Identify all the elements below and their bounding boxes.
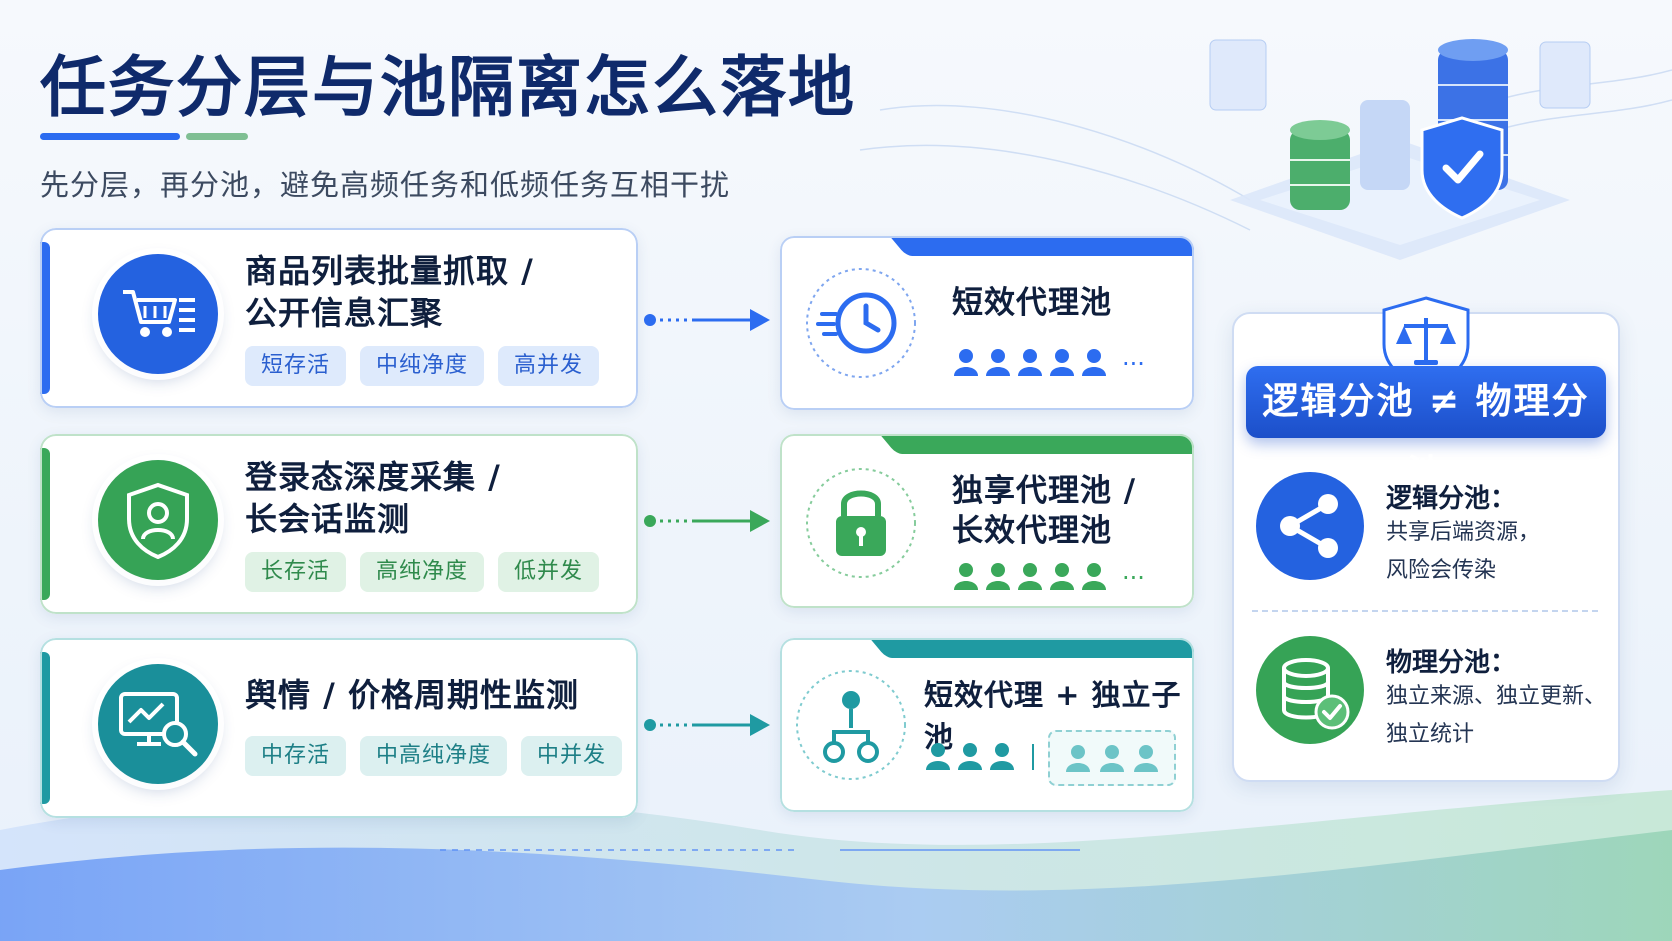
person-icon	[954, 349, 978, 376]
database-check-icon	[1256, 636, 1364, 744]
task-title: 舆情 / 价格周期性监测	[245, 676, 579, 714]
pool-title-line2: 长效代理池	[952, 513, 1112, 549]
tag-purity: 高纯净度	[360, 552, 485, 592]
tag-survival: 长存活	[245, 552, 347, 592]
proxy-people-row: ···	[954, 348, 1145, 376]
card-accent-bar	[40, 448, 50, 600]
person-icon	[986, 349, 1010, 376]
tag-concurrency: 低并发	[498, 552, 600, 592]
pool-card-sub-pool: 短效代理 + 独立子池	[780, 638, 1194, 812]
clock-fast-icon	[806, 268, 916, 378]
physical-pool-title: 物理分池：	[1386, 648, 1517, 678]
page-title: 任务分层与池隔离怎么落地	[40, 49, 856, 126]
branch-network-icon	[796, 670, 906, 780]
tag-survival: 中存活	[245, 736, 347, 776]
task-title-line2: 长会话监测	[245, 500, 411, 538]
proxy-people-row	[926, 742, 1044, 770]
more-ellipsis: ···	[1122, 564, 1145, 592]
pool-divider	[1032, 744, 1034, 770]
person-icon	[1100, 745, 1124, 772]
logical-vs-physical-banner: 逻辑分池 ≠ 物理分池	[1246, 366, 1606, 494]
task-title-line2: 公开信息汇聚	[245, 294, 444, 332]
card-accent-bar	[40, 242, 50, 394]
shopping-cart-icon	[98, 254, 218, 374]
task-card-periodic-monitor: 舆情 / 价格周期性监测 中存活 中高纯净度 中并发	[40, 638, 638, 818]
person-icon	[1066, 745, 1090, 772]
person-icon	[1134, 745, 1158, 772]
task-title-line1: 登录态深度采集 /	[245, 458, 501, 496]
card-tab	[910, 434, 1194, 454]
monitor-chart-icon	[98, 664, 218, 784]
person-icon	[990, 743, 1014, 770]
person-icon	[1050, 349, 1074, 376]
person-icon	[1018, 349, 1042, 376]
pool-card-short-term: 短效代理池 ···	[780, 236, 1194, 410]
sub-pool-box	[1048, 730, 1176, 786]
card-accent-bar	[40, 652, 50, 804]
task-card-login-collect: 登录态深度采集 / 长会话监测 长存活 高纯净度 低并发	[40, 434, 638, 614]
task-title-line1: 商品列表批量抓取 /	[245, 252, 534, 290]
flow-arrow	[644, 714, 770, 736]
person-icon	[1018, 563, 1042, 590]
pool-title: 短效代理池	[952, 285, 1112, 321]
person-icon	[1082, 563, 1106, 590]
task-tags: 长存活 高纯净度 低并发	[245, 552, 600, 592]
padlock-icon	[806, 468, 916, 578]
share-icon	[1256, 472, 1364, 580]
tag-purity: 中高纯净度	[360, 736, 508, 776]
person-icon	[1050, 563, 1074, 590]
person-icon	[1082, 349, 1106, 376]
logical-pool-line2: 风险会传染	[1386, 558, 1497, 583]
shield-user-icon	[98, 460, 218, 580]
title-underline-green	[186, 133, 248, 140]
scale-shield-icon	[1382, 296, 1470, 390]
database-shield-illustration	[1209, 39, 1591, 260]
panel-divider	[1252, 610, 1598, 612]
tag-purity: 中纯净度	[360, 346, 485, 386]
card-tab	[900, 638, 1194, 658]
task-tags: 短存活 中纯净度 高并发	[245, 346, 600, 386]
tag-concurrency: 高并发	[498, 346, 600, 386]
tag-survival: 短存活	[245, 346, 347, 386]
physical-pool-line1: 独立来源、独立更新、	[1386, 684, 1607, 709]
card-tab	[920, 236, 1194, 256]
person-icon	[958, 743, 982, 770]
flow-arrow	[644, 309, 770, 331]
task-tags: 中存活 中高纯净度 中并发	[245, 736, 623, 776]
tag-concurrency: 中并发	[521, 736, 623, 776]
person-icon	[926, 743, 950, 770]
person-icon	[954, 563, 978, 590]
proxy-people-row: ···	[954, 562, 1145, 590]
flow-arrow	[644, 510, 770, 532]
person-icon	[986, 563, 1010, 590]
pool-title: 短效代理 + 独立子池	[924, 678, 1182, 754]
physical-pool-line2: 独立统计	[1386, 722, 1475, 747]
pool-card-dedicated: 独享代理池 / 长效代理池 ···	[780, 434, 1194, 608]
task-card-list-crawl: 商品列表批量抓取 / 公开信息汇聚 短存活 中纯净度 高并发	[40, 228, 638, 408]
title-underline-blue	[40, 133, 180, 140]
page-subtitle: 先分层，再分池，避免高频任务和低频任务互相干扰	[40, 168, 731, 202]
pool-title-line1: 独享代理池 /	[952, 473, 1137, 509]
more-ellipsis: ···	[1122, 350, 1145, 378]
logical-pool-line1: 共享后端资源，	[1386, 520, 1541, 545]
logical-pool-title: 逻辑分池：	[1386, 484, 1517, 514]
